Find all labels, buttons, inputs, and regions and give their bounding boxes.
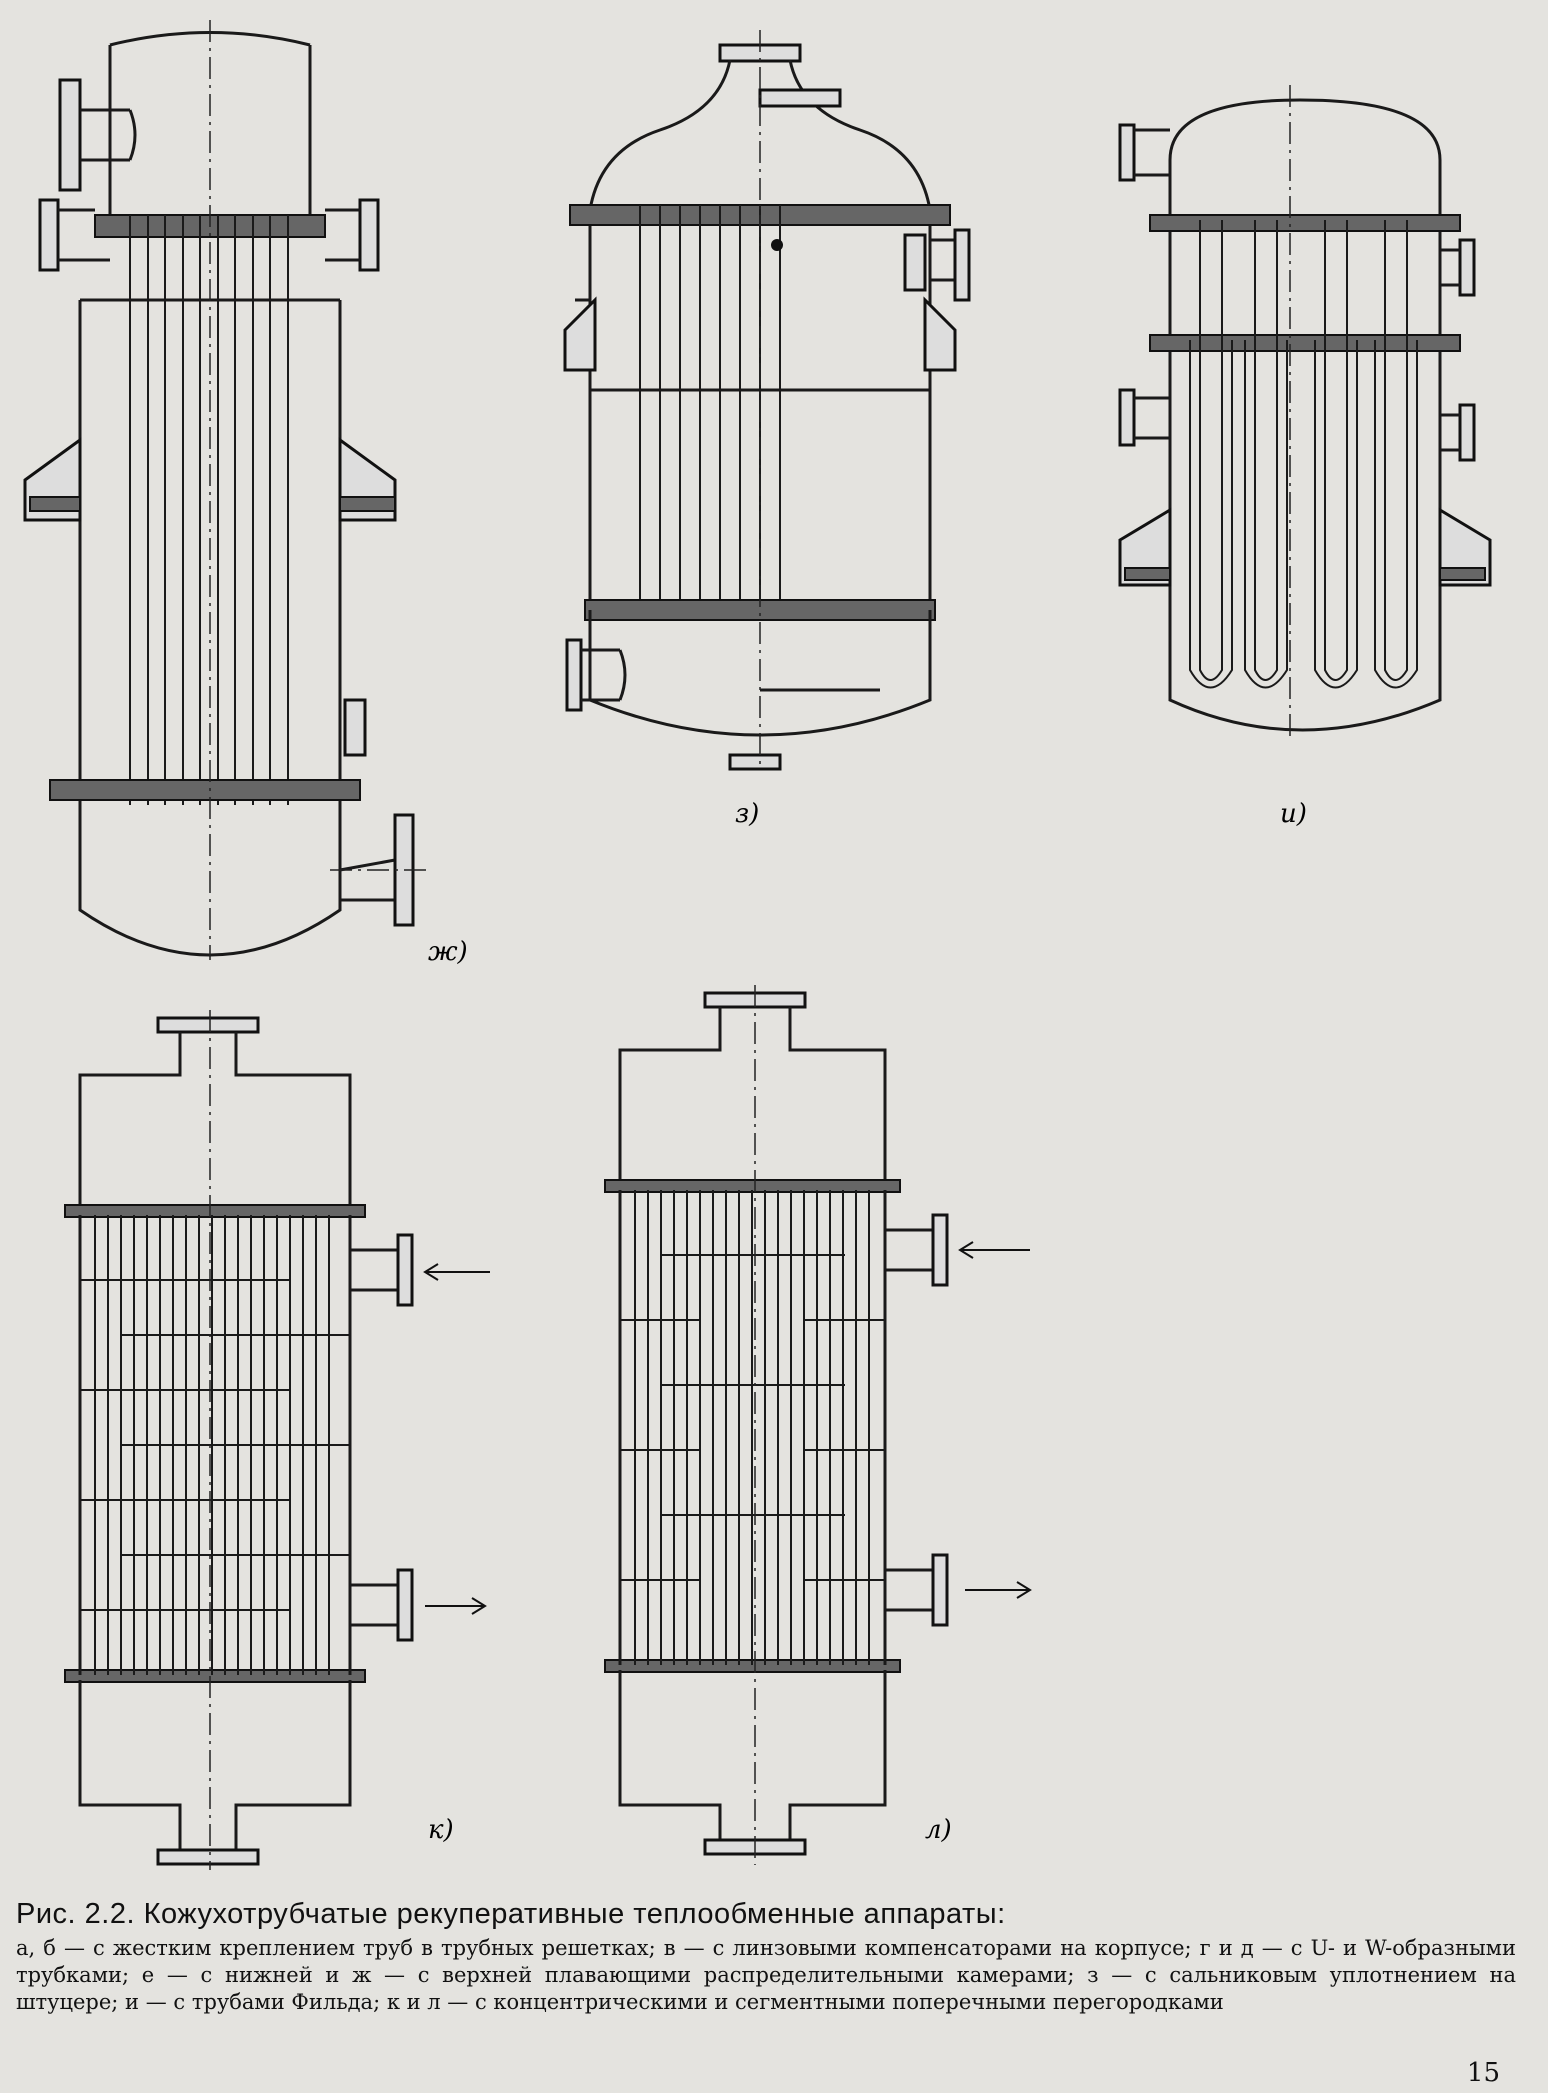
exchanger-k-drawing	[64, 1010, 490, 1870]
label-zh: ж)	[428, 937, 468, 967]
label-k: к)	[428, 1815, 454, 1845]
exchanger-zh-drawing	[23, 20, 430, 960]
figure-caption: Рис. 2.2. Кожухотрубчатые рекуперативные…	[16, 1898, 1516, 2016]
label-l: л)	[925, 1815, 952, 1845]
label-i: и)	[1280, 799, 1307, 829]
caption-body: а, б — с жестким креплением труб в трубн…	[16, 1936, 1516, 2014]
heat-exchanger-drawings: ж) з)	[23, 20, 1492, 1870]
page-number: 15	[1466, 2058, 1500, 2088]
dot-mark	[771, 239, 783, 251]
exchanger-l-drawing	[604, 985, 1032, 1865]
label-z: з)	[735, 799, 759, 829]
exchanger-i-drawing	[1118, 85, 1492, 740]
exchanger-z-drawing	[563, 30, 971, 771]
caption-title: Рис. 2.2. Кожухотрубчатые рекуперативные…	[16, 1898, 1006, 1930]
